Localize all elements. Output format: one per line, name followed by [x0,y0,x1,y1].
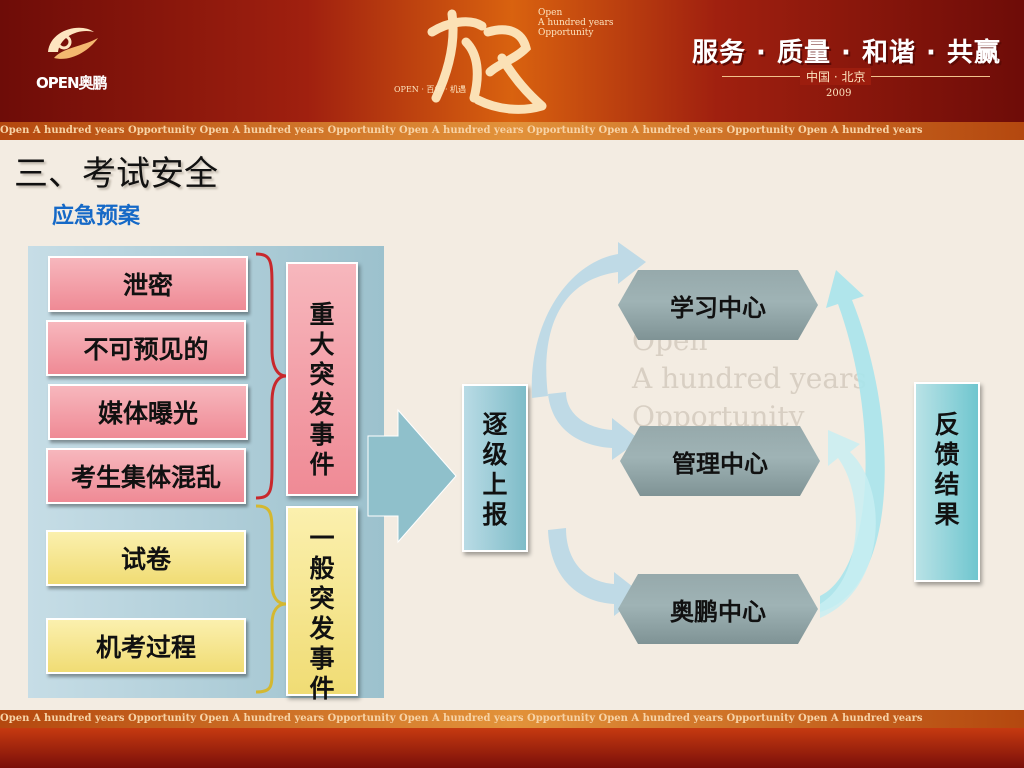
general-events-label-text: 一般突发事件 [309,524,335,703]
report-box: 逐级上报 [462,384,528,552]
feedback-label-text: 反馈结果 [934,410,960,529]
center-learning: 学习中心 [618,270,818,340]
event-box-computer-exam: 机考过程 [46,618,246,674]
major-events-label: 重大突发事件 [286,262,358,496]
header-banner: OPEN奥鹏 Open A hundred years Opportunity … [0,0,1024,122]
footer-bar [0,728,1024,768]
center-management: 管理中心 [620,426,820,496]
bottom-band: Open A hundred years Opportunity Open A … [0,710,1024,728]
event-box-unforeseen: 不可预见的 [46,320,246,376]
slogan-place: 中国 · 北京 [800,68,872,85]
major-events-label-text: 重大突发事件 [309,300,335,479]
slogan-text: 服务 · 质量 · 和谐 · 共赢 [692,38,1001,68]
report-label-text: 逐级上报 [482,410,508,529]
center-small-text: OPEN · 百年 · 机遇 [394,85,467,94]
event-box-leak: 泄密 [48,256,248,312]
calligraphy-emblem-icon [427,9,547,114]
event-box-candidates: 考生集体混乱 [46,448,246,504]
arrow-to-management-icon [548,392,640,460]
page-subtitle: 应急预案 [52,204,141,229]
feedback-box: 反馈结果 [914,382,980,582]
event-box-paper: 试卷 [46,530,246,586]
general-events-label: 一般突发事件 [286,506,358,703]
feedback-arrow-mid-icon [820,430,876,618]
slogan-year: 2009 [826,88,852,99]
page-title: 三、考试安全 [14,154,218,194]
event-box-media: 媒体曝光 [48,384,248,440]
top-band: Open A hundred years Opportunity Open A … [0,122,1024,140]
logo-swirl-icon [48,27,98,59]
logo-text: OPEN奥鹏 [36,74,108,92]
center-open-text: Open A hundred years Opportunity [538,8,614,38]
center-openpeng: 奥鹏中心 [618,574,818,644]
